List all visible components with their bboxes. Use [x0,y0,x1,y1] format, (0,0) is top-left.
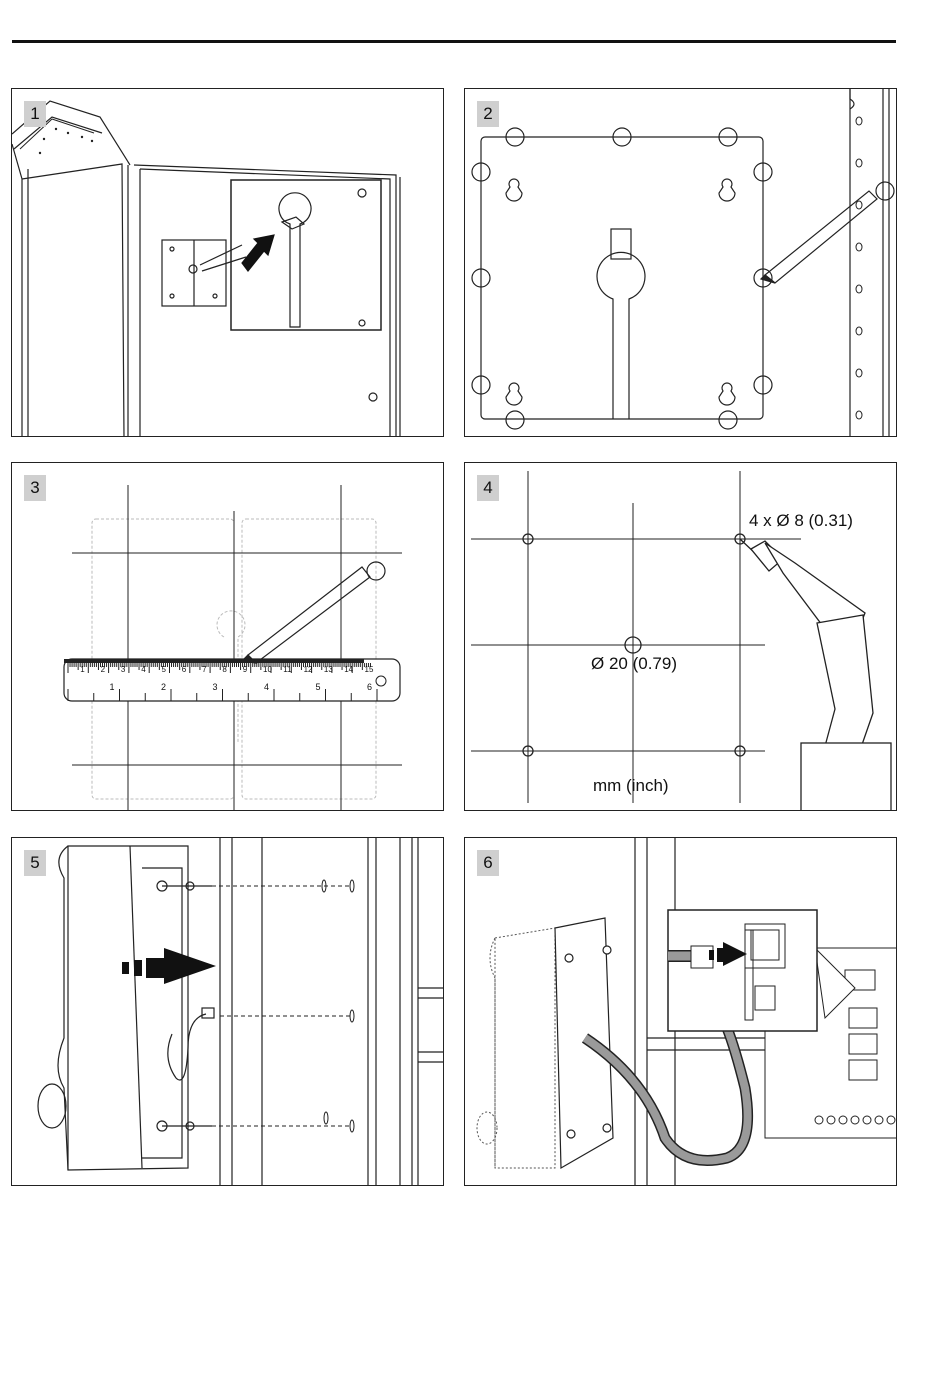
top-rule [12,40,896,43]
step-6-illustration [465,838,897,1186]
ruler-cm-label: 6 [182,665,186,674]
ruler-cm-label: 4 [141,665,145,674]
ruler-inch-label: 4 [264,682,269,692]
center-hole-label: Ø 20 (0.79) [591,654,677,674]
step-6-number: 6 [477,850,499,876]
ruler-cm-label: 15 [365,665,374,674]
ruler-cm-label: 2 [101,665,105,674]
ruler-inch-label: 5 [316,682,321,692]
step-4-number: 4 [477,475,499,501]
step-5-illustration [12,838,444,1186]
step-4-panel: 4 4 x Ø 8 (0.31) Ø 20 (0.79) mm (inch) [464,462,897,811]
ruler-cm-label: 11 [283,665,291,674]
units-label: mm (inch) [593,776,669,796]
step-2-illustration [465,89,897,437]
step-2-number: 2 [477,101,499,127]
ruler-cm-label: 1 [80,665,84,674]
ruler-cm-label: 7 [202,665,206,674]
ruler-cm-label: 3 [121,665,125,674]
step-1-panel: 1 [11,88,444,437]
ruler-inch-label: 6 [367,682,372,692]
step-5-panel: 5 [11,837,444,1186]
ruler-cm-label: 5 [162,665,166,674]
ruler-cm-label: 13 [324,665,333,674]
ruler-inch-label: 2 [161,682,166,692]
ruler-cm-label: 10 [263,665,272,674]
ruler-cm-label: 8 [222,665,226,674]
step-2-panel: 2 [464,88,897,437]
ruler-cm-label: 14 [344,665,353,674]
step-5-number: 5 [24,850,46,876]
ruler-inch-label: 1 [110,682,115,692]
drill-icon [740,539,891,811]
ruler-cm-label: 12 [304,665,313,674]
step-3-illustration [12,463,444,811]
ruler-inch-label: 3 [213,682,218,692]
hole-spec-label: 4 x Ø 8 (0.31) [749,511,853,531]
step-6-panel: 6 [464,837,897,1186]
step-3-number: 3 [24,475,46,501]
step-1-number: 1 [24,101,46,127]
step-1-illustration [12,89,444,437]
ruler-cm-label: 9 [243,665,247,674]
